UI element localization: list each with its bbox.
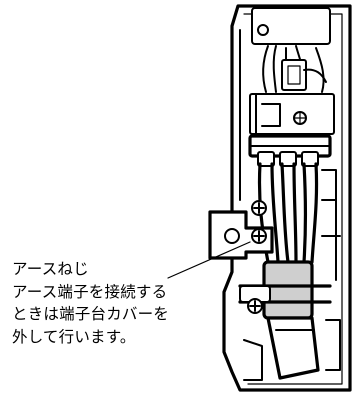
bracket-hole xyxy=(224,228,240,244)
cable-end xyxy=(266,316,320,380)
top-cap-hole xyxy=(257,24,269,36)
leader-line xyxy=(167,241,251,279)
callout-line-1: アース端子を接続する xyxy=(12,282,168,301)
cable-clamp xyxy=(262,260,314,320)
right-panel xyxy=(321,169,341,281)
callout-line-2: ときは端子台カバーを xyxy=(12,305,170,323)
terminal-screws xyxy=(257,151,319,167)
earth-screw-callout: アースねじ アース端子を接続する ときは端子台カバーを 外して行います。 xyxy=(12,258,222,348)
callout-line-3: 外して行います。 xyxy=(12,327,136,346)
top-cap xyxy=(251,7,331,45)
internal-wiring xyxy=(262,45,327,93)
callout-title: アースねじ xyxy=(12,260,89,278)
earth-bracket xyxy=(208,210,274,260)
upper-block xyxy=(249,93,335,135)
